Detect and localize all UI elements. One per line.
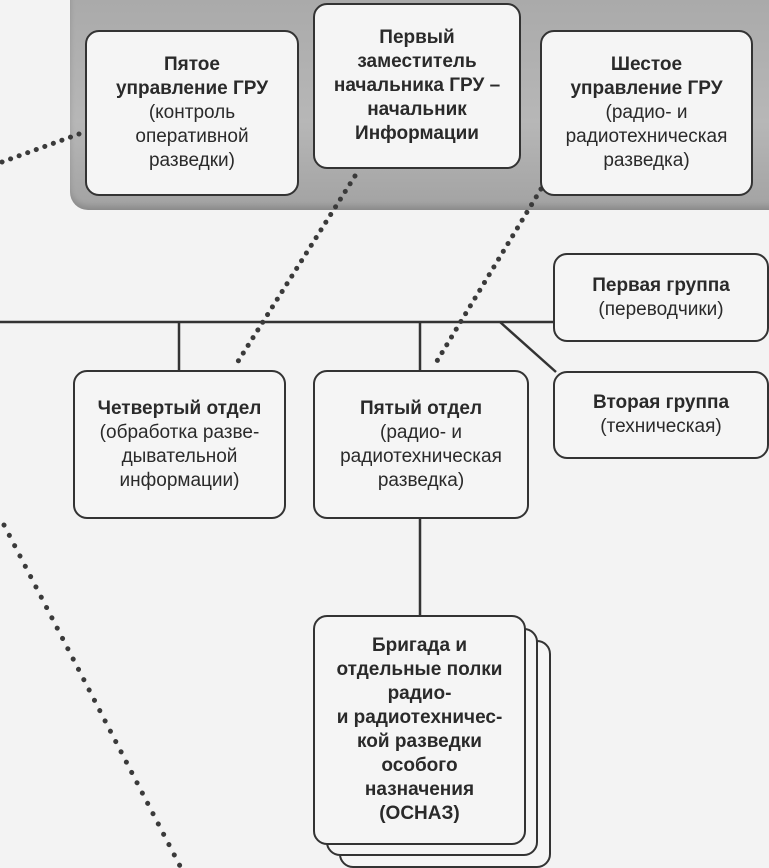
first-group-box: Первая группа (переводчики) bbox=[553, 253, 769, 342]
dotted-link-first-deputy bbox=[234, 173, 358, 366]
fourth-department-subtitle: (обработка разве- дывательной информации… bbox=[99, 421, 260, 491]
brigade-title: Бригада и отдельные полки радио- и радио… bbox=[336, 635, 503, 824]
dotted-link-sixth-directorate bbox=[434, 186, 544, 364]
first-deputy-box: Первый заместитель начальника ГРУ – нача… bbox=[313, 3, 521, 169]
dotted-link-long-left bbox=[1, 522, 183, 868]
sixth-directorate-title: Шестое управление ГРУ bbox=[570, 54, 723, 99]
second-group-box: Вторая группа (техническая) bbox=[553, 371, 769, 459]
fourth-department-box: Четвертый отдел (обработка разве- дывате… bbox=[73, 370, 286, 519]
fifth-department-subtitle: (радио- и радиотехническая разведка) bbox=[340, 421, 502, 491]
first-group-subtitle: (переводчики) bbox=[598, 298, 724, 320]
first-group-title: Первая группа bbox=[592, 274, 730, 296]
fifth-department-title: Пятый отдел bbox=[359, 397, 483, 419]
fifth-directorate-box: Пятое управление ГРУ (контроль оперативн… bbox=[85, 30, 299, 196]
second-group-title: Вторая группа bbox=[592, 392, 730, 413]
fifth-directorate-title: Пятое управление ГРУ bbox=[115, 54, 269, 99]
fourth-department-title: Четвертый отдел bbox=[97, 397, 262, 419]
fifth-department-box: Пятый отдел (радио- и радиотехническая р… bbox=[313, 370, 529, 519]
fifth-directorate-subtitle: (контроль оперативной разведки) bbox=[135, 102, 249, 171]
brigade-box: Бригада и отдельные полки радио- и радио… bbox=[313, 615, 526, 845]
diagonal-to-second-group bbox=[499, 321, 557, 373]
first-deputy-title: Первый заместитель начальника ГРУ – нача… bbox=[333, 27, 501, 144]
sixth-directorate-box: Шестое управление ГРУ (радио- и радиотех… bbox=[540, 30, 753, 196]
dotted-link-fifth-directorate bbox=[0, 131, 82, 165]
sixth-directorate-subtitle: (радио- и радиотехническая разведка) bbox=[565, 102, 728, 171]
second-group-subtitle: (техническая) bbox=[600, 416, 722, 437]
